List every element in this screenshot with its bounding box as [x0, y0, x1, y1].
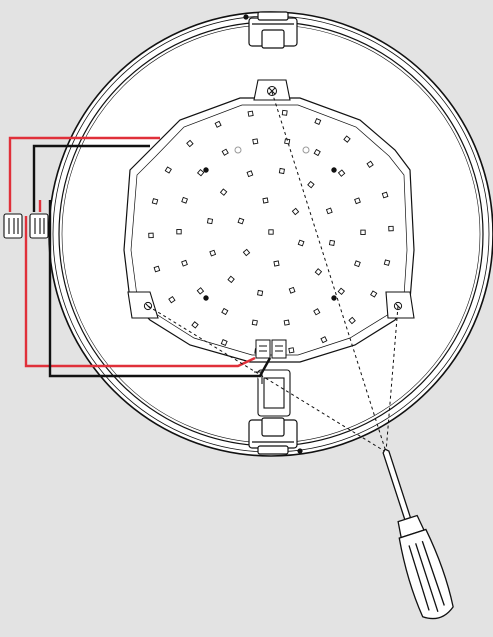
led-dot	[284, 138, 291, 145]
led-dot	[196, 168, 205, 177]
led-dot	[281, 109, 288, 116]
live-wire-to-terminal	[24, 216, 256, 368]
led-dot	[219, 188, 228, 196]
led-dot	[325, 207, 333, 215]
led-dot	[328, 239, 336, 246]
led-dot	[307, 180, 315, 189]
led-dot	[360, 229, 366, 235]
neutral-wire-to-terminal	[48, 200, 272, 378]
led-dot	[383, 259, 391, 266]
supply-wires	[8, 136, 272, 378]
led-dot	[151, 198, 159, 205]
led-dot	[252, 138, 259, 145]
led-dot	[314, 118, 322, 125]
led-dot	[247, 110, 254, 117]
led-dot	[313, 148, 321, 157]
led-dot	[366, 160, 374, 168]
led-dot	[278, 167, 285, 175]
led-dot	[181, 196, 188, 204]
led-dot	[337, 169, 346, 177]
led-dot	[191, 321, 199, 329]
led-dot	[214, 120, 222, 128]
led-dot	[237, 217, 245, 225]
bottom-mounting-clip	[248, 417, 303, 455]
led-dot	[370, 290, 378, 298]
led-dot	[257, 289, 264, 297]
led-dot	[181, 259, 188, 267]
led-marker	[331, 167, 337, 173]
led-dot	[388, 225, 394, 232]
led-dot	[354, 260, 361, 268]
led-marker	[302, 146, 310, 154]
led-dot	[176, 229, 182, 235]
led-dot	[227, 275, 235, 284]
led-dot	[246, 170, 254, 178]
led-dot	[291, 207, 300, 216]
led-marker	[234, 146, 242, 154]
led-dot	[186, 139, 194, 148]
led-dot	[168, 296, 176, 304]
led-marker	[203, 167, 209, 173]
led-dot	[268, 229, 274, 235]
led-dot	[343, 135, 351, 143]
led-dot	[196, 287, 205, 295]
guide-lines	[147, 91, 399, 453]
live-wire	[8, 136, 160, 212]
led-dot	[262, 197, 269, 204]
led-dot	[348, 316, 356, 325]
led-dot	[313, 308, 321, 316]
led-dot	[251, 319, 258, 326]
top-mounting-clip	[243, 11, 298, 49]
led-dot	[354, 197, 361, 205]
led-array	[148, 109, 394, 355]
led-dot	[242, 248, 251, 257]
led-dot	[314, 268, 323, 276]
screw-top-icon	[267, 86, 277, 96]
led-dot	[381, 191, 389, 199]
led-dot	[320, 336, 328, 344]
cable-entry	[254, 369, 291, 417]
led-marker	[203, 295, 209, 301]
led-dot	[337, 287, 346, 296]
led-dot	[283, 319, 290, 326]
wire-connectors	[3, 213, 49, 239]
led-dot	[221, 307, 229, 316]
led-dot	[209, 249, 217, 257]
led-dot	[288, 347, 295, 354]
screwdriver-icon	[382, 448, 454, 620]
led-dot	[288, 286, 296, 294]
led-dot	[297, 239, 305, 247]
led-dot	[153, 265, 161, 273]
led-marker	[331, 295, 337, 301]
led-dot	[273, 260, 280, 267]
led-dot	[164, 166, 172, 174]
led-dot	[206, 218, 214, 225]
led-dot	[221, 148, 229, 156]
fixture-terminal-blocks	[255, 339, 287, 359]
led-dot	[220, 339, 228, 346]
neutral-wire	[32, 144, 150, 212]
led-dot	[148, 232, 154, 239]
